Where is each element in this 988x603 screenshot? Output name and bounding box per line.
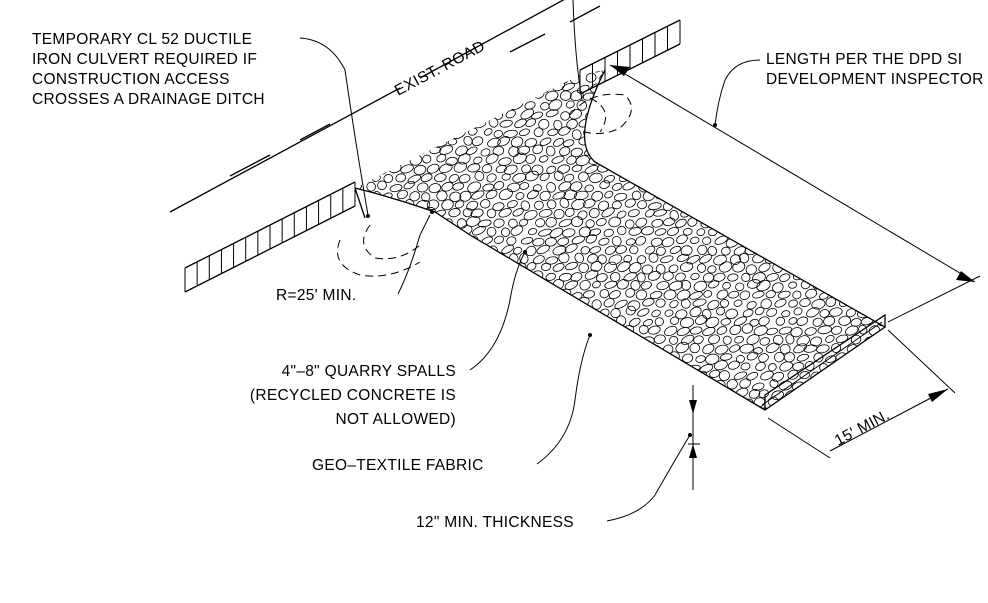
culvert-note-line-2: IRON CULVERT REQUIRED IF: [32, 51, 257, 68]
culvert-note-line-4: CROSSES A DRAINAGE DITCH: [32, 91, 265, 108]
radius-label: R=25' MIN.: [276, 287, 356, 304]
spalls-note-line-3: NOT ALLOWED): [336, 411, 456, 428]
width-dimension: [767, 329, 956, 459]
width-label: 15' MIN.: [832, 407, 893, 450]
fabric-label: GEO–TEXTILE FABRIC: [312, 457, 484, 474]
length-note-line-2: DEVELOPMENT INSPECTOR: [766, 71, 984, 88]
spalls-note-line-2: (RECYCLED CONCRETE IS: [250, 387, 456, 404]
thickness-dimension: [688, 385, 700, 490]
culvert-note-line-1: TEMPORARY CL 52 DUCTILE: [32, 31, 252, 48]
existing-road: [169, 0, 601, 213]
leader-lines: [299, 0, 761, 522]
length-note-line-1: LENGTH PER THE DPD SI: [766, 51, 962, 68]
length-dimension: [609, 64, 981, 323]
length-note: LENGTH PER THE DPD SI DEVELOPMENT INSPEC…: [766, 51, 984, 88]
thickness-label: 12" MIN. THICKNESS: [416, 514, 574, 531]
road-shoulder-hatching: [184, 19, 681, 293]
road-label: EXIST. ROAD: [392, 38, 488, 100]
culvert-note: TEMPORARY CL 52 DUCTILE IRON CULVERT REQ…: [32, 31, 265, 108]
spalls-note-line-1: 4"–8" QUARRY SPALLS: [282, 363, 456, 380]
culvert-outline: [337, 93, 632, 277]
culvert-note-line-3: CONSTRUCTION ACCESS: [32, 71, 230, 88]
spalls-note: 4"–8" QUARRY SPALLS (RECYCLED CONCRETE I…: [250, 363, 456, 428]
